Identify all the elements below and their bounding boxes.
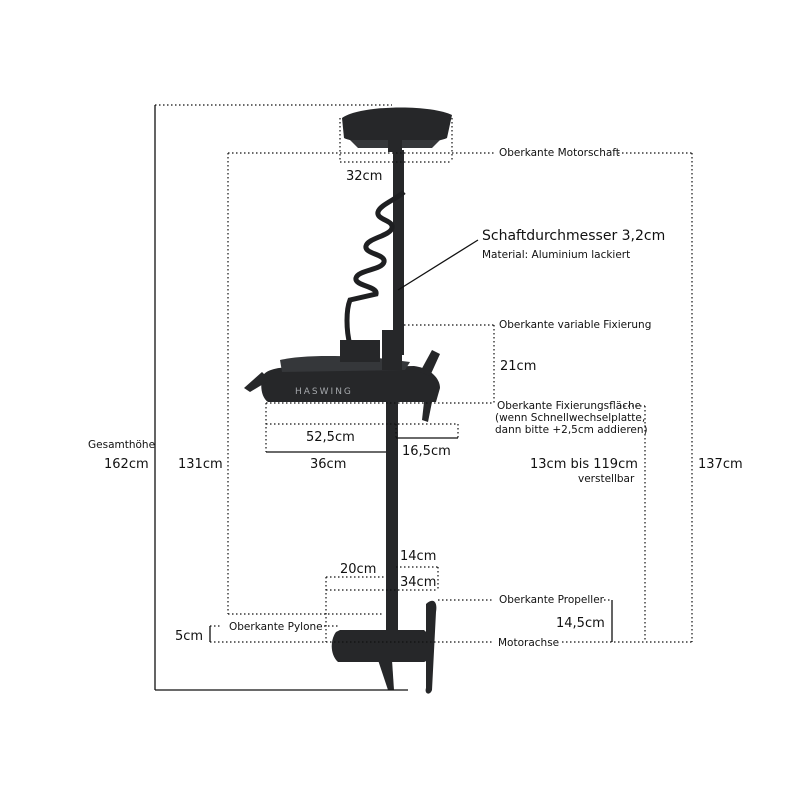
label-height-5: 5cm [175, 629, 203, 644]
brand-logo: HASWING [295, 387, 353, 397]
label-width-165: 16,5cm [402, 444, 451, 459]
label-height-145: 14,5cm [556, 616, 605, 631]
label-width-34: 34cm [400, 575, 436, 590]
label-oberkante-motorschaft: Oberkante Motorschaft [499, 147, 620, 159]
dimension-lines [154, 104, 693, 691]
propeller [425, 600, 437, 694]
label-gesamthoehe: Gesamthöhe [88, 439, 155, 451]
label-height-162: 162cm [104, 457, 149, 472]
label-height-131: 131cm [178, 457, 223, 472]
label-oberkante-variable-fixierung: Oberkante variable Fixierung [499, 319, 651, 331]
label-width-36: 36cm [310, 457, 346, 472]
control-head [342, 107, 452, 144]
mounting-bracket [261, 366, 440, 402]
lower-shaft [386, 400, 398, 632]
label-width-20: 20cm [340, 562, 376, 577]
label-verstellbar: verstellbar [578, 473, 635, 485]
label-height-range: 13cm bis 119cm [530, 457, 638, 472]
label-schaftdurchmesser: Schaftdurchmesser 3,2cm [482, 228, 665, 244]
label-height-fixierung: 21cm [500, 359, 536, 374]
motor-pod [331, 630, 431, 662]
coiled-cable [344, 190, 406, 346]
label-width-head: 32cm [346, 169, 382, 184]
label-schnellwechsel-1: (wenn Schnellwechselplatte, [495, 412, 645, 424]
dimension-labels: Oberkante Motorschaft 32cm Schaftdurchme… [88, 147, 743, 649]
label-oberkante-propeller: Oberkante Propeller [499, 594, 605, 606]
label-schnellwechsel-2: dann bitte +2,5cm addieren) [495, 424, 648, 436]
label-width-14: 14cm [400, 549, 436, 564]
label-material: Material: Aluminium lackiert [482, 249, 630, 261]
upper-shaft [393, 150, 404, 355]
trolling-motor-illustration: HASWING [244, 107, 452, 694]
label-width-525: 52,5cm [306, 430, 355, 445]
label-oberkante-fixierungsflaeche: Oberkante Fixierungsfläche [497, 400, 641, 412]
label-oberkante-pylone: Oberkante Pylone [229, 621, 323, 633]
label-motorachse: Motorachse [498, 637, 559, 649]
label-height-137: 137cm [698, 457, 743, 472]
